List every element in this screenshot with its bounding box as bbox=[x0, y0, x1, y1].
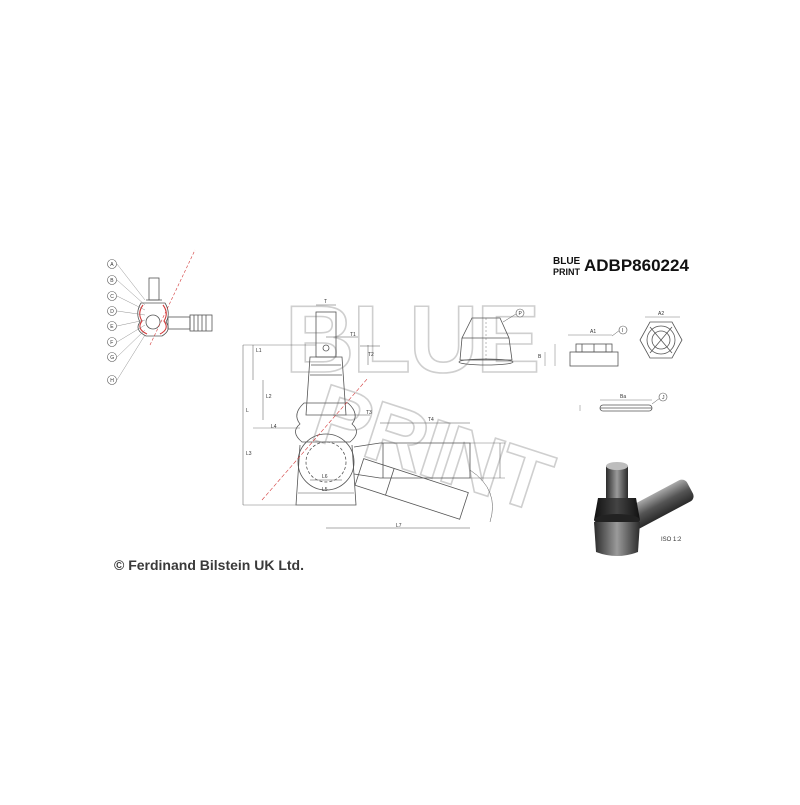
dimension-label: L bbox=[246, 408, 249, 414]
dimension-label: L2 bbox=[266, 394, 272, 400]
section-callout-label: G bbox=[110, 355, 114, 361]
section-callout-circle bbox=[107, 375, 117, 385]
section-callout-leader bbox=[116, 279, 146, 306]
section-callout-circle bbox=[107, 321, 117, 331]
section-callout-leader bbox=[116, 329, 146, 358]
brand-logo: BLUE PRINT bbox=[552, 254, 581, 278]
section-boot-right bbox=[159, 304, 167, 335]
callout-p: P bbox=[515, 308, 525, 318]
iso-scale-label: ISO 1:2 bbox=[661, 537, 682, 543]
dimension-label: L7 bbox=[396, 523, 402, 529]
section-view bbox=[137, 249, 213, 346]
product-photo bbox=[594, 462, 694, 556]
watermark-line1: BLUE bbox=[285, 286, 538, 393]
section-callout-leader bbox=[116, 334, 146, 381]
dimension-label: L3 bbox=[246, 451, 252, 457]
section-cut-line bbox=[149, 249, 196, 346]
section-thread bbox=[189, 314, 213, 332]
dimension-label: T3 bbox=[366, 410, 372, 416]
section-callout-circle bbox=[107, 291, 117, 301]
section-ball bbox=[145, 314, 161, 330]
brand-logo-graphic: BLUE PRINT bbox=[553, 256, 581, 277]
main-arm-angled bbox=[354, 458, 469, 520]
main-cut-line bbox=[261, 377, 369, 501]
section-callout-label: D bbox=[110, 309, 114, 315]
section-arm bbox=[167, 316, 191, 330]
section-callout-circle bbox=[107, 306, 117, 316]
section-labels: A B C D E F G H bbox=[107, 259, 146, 385]
watermark: BLUE PRINT bbox=[284, 285, 564, 531]
brand-logo-line1: BLUE bbox=[553, 256, 580, 267]
cotter-pin bbox=[579, 397, 661, 412]
section-callout-circle bbox=[107, 352, 117, 362]
dimension-label: L6 bbox=[322, 474, 328, 480]
nut-dimension-label: B bbox=[538, 354, 542, 360]
pin-dimension-label: Ba bbox=[620, 394, 626, 400]
dimension-label: L1 bbox=[256, 348, 262, 354]
section-callout-circle bbox=[107, 259, 117, 269]
main-drawing bbox=[242, 304, 505, 529]
section-callout-label: B bbox=[110, 278, 114, 284]
section-callout-leader bbox=[116, 295, 146, 311]
dimension-label: T2 bbox=[368, 352, 374, 358]
section-callout-circle bbox=[107, 275, 117, 285]
brand-logo-line2: PRINT bbox=[553, 267, 580, 277]
nut-dimension-label: A2 bbox=[658, 311, 664, 317]
section-stud bbox=[148, 277, 160, 301]
section-callout-leader bbox=[116, 310, 146, 316]
section-callout-leader bbox=[116, 319, 146, 327]
section-callout-label: E bbox=[110, 324, 114, 330]
dimension-label: T4 bbox=[428, 417, 434, 423]
section-housing bbox=[137, 302, 169, 337]
dimension-label: T bbox=[324, 299, 327, 305]
section-callout-leader bbox=[116, 263, 146, 301]
callout-p-label: P bbox=[519, 311, 523, 317]
callout-i-label: I bbox=[622, 328, 623, 334]
castle-nut bbox=[544, 316, 683, 367]
dimension-label: T1 bbox=[350, 332, 356, 338]
main-arm bbox=[353, 442, 471, 479]
section-callout-label: H bbox=[110, 378, 114, 384]
section-callout-label: A bbox=[110, 262, 114, 268]
section-callout-label: F bbox=[110, 340, 113, 346]
main-boot bbox=[295, 402, 357, 443]
main-housing-body bbox=[295, 444, 357, 506]
section-callout-circle bbox=[107, 337, 117, 347]
nut-dimension-label: A1 bbox=[590, 329, 596, 335]
callout-j: J bbox=[658, 392, 668, 402]
main-ball-housing bbox=[297, 433, 355, 491]
dimension-label: L5 bbox=[322, 487, 328, 493]
callout-j-label: J bbox=[662, 395, 665, 401]
section-callout-leader bbox=[116, 324, 146, 343]
section-callout-label: C bbox=[110, 294, 114, 300]
callout-i: I bbox=[618, 325, 628, 335]
boot-part bbox=[458, 313, 517, 366]
dimension-label: L4 bbox=[271, 424, 277, 430]
section-boot-left bbox=[139, 304, 148, 335]
part-number: ADBP860224 bbox=[584, 256, 689, 275]
copyright-text: © Ferdinand Bilstein UK Ltd. bbox=[114, 557, 304, 573]
